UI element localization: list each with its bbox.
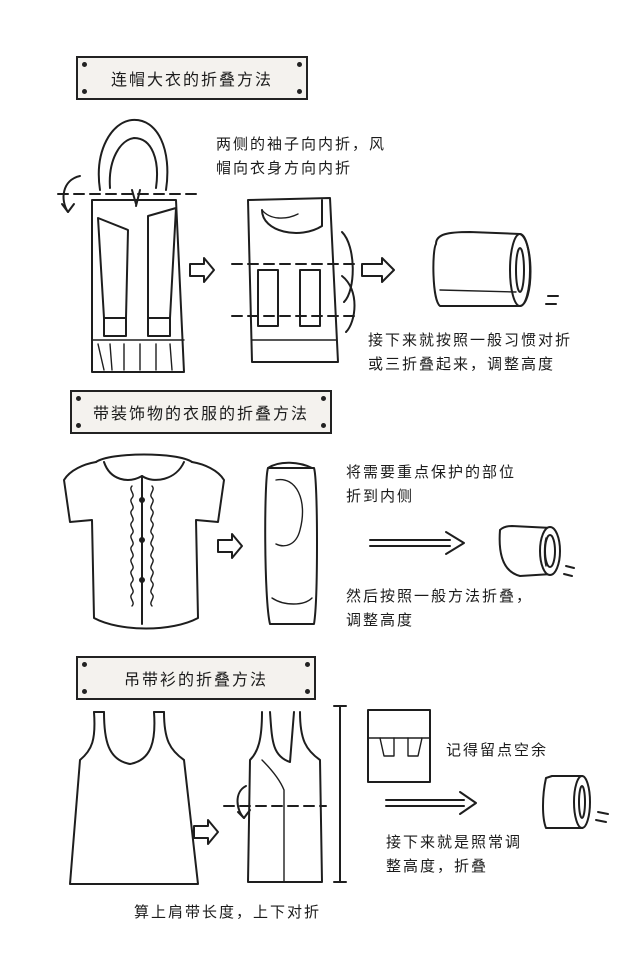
camisole-title-label: 吊带衫的折叠方法 xyxy=(76,656,316,700)
camisole-title: 吊带衫的折叠方法 xyxy=(123,670,268,689)
decor-note-2: 折到内侧 xyxy=(346,487,415,505)
camisole-step-drawing xyxy=(367,709,431,783)
decor-long-arrow xyxy=(369,531,465,555)
coat-folded-roll xyxy=(432,231,559,307)
hooded-coat-title: 连帽大衣的折叠方法 xyxy=(110,70,273,89)
coat-arrow-1 xyxy=(189,257,215,283)
decor-note-1: 将需要重点保护的部位 xyxy=(346,463,517,481)
coat-note-1: 两侧的袖子向内折，风 xyxy=(216,135,387,153)
camisole-folded-drawing xyxy=(223,705,347,883)
blouse-folded-roll xyxy=(498,525,575,577)
camisole-note-1: 记得留点空余 xyxy=(446,741,549,759)
camisole-note-4: 算上肩带长度，上下对折 xyxy=(134,903,322,921)
camisole-long-arrow xyxy=(385,791,477,815)
decor-note-4: 调整高度 xyxy=(346,611,415,629)
coat-note-4: 或三折叠起来，调整高度 xyxy=(368,355,556,373)
decorated-clothes-title: 带装饰物的衣服的折叠方法 xyxy=(92,404,309,423)
blouse-drawing xyxy=(63,453,225,630)
coat-note-2: 帽向衣身方向内折 xyxy=(216,159,353,177)
decor-arrow xyxy=(217,533,243,559)
decorated-clothes-title-label: 带装饰物的衣服的折叠方法 xyxy=(70,390,332,434)
camisole-folded-roll xyxy=(542,775,609,829)
decor-note-3: 然后按照一般方法折叠， xyxy=(346,587,534,605)
camisole-note-3: 整高度，折叠 xyxy=(386,857,489,875)
hooded-coat-title-label: 连帽大衣的折叠方法 xyxy=(76,56,308,100)
coat-arrow-2 xyxy=(361,257,395,283)
blouse-folded-drawing xyxy=(264,461,318,625)
camisole-arrow xyxy=(193,819,219,845)
camisole-drawing xyxy=(69,711,199,885)
camisole-note-2: 接下来就是照常调 xyxy=(386,833,523,851)
coat-note-3: 接下来就按照一般习惯对折 xyxy=(368,331,573,349)
hooded-coat-drawing xyxy=(57,118,199,373)
coat-step2-drawing xyxy=(231,197,357,363)
